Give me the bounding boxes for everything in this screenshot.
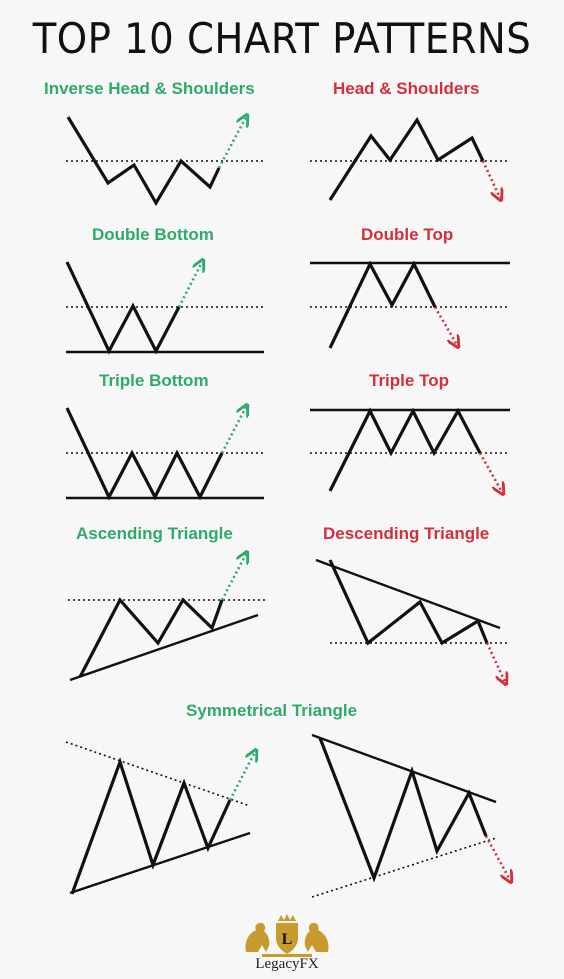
label-head-shoulders: Head & Shoulders	[333, 79, 480, 98]
logo-text: LegacyFX	[255, 956, 319, 972]
triple-top-pattern	[310, 407, 510, 492]
descending-triangle-pattern	[315, 558, 510, 682]
head-shoulders-pattern	[310, 116, 510, 200]
label-symmetrical-triangle: Symmetrical Triangle	[186, 701, 358, 720]
symmetrical-triangle-bullish-pattern	[65, 741, 255, 895]
label-inverse-head-shoulders: Inverse Head & Shoulders	[44, 79, 255, 98]
label-ascending-triangle: Ascending Triangle	[76, 524, 233, 543]
page-title: TOP 10 CHART PATTERNS	[32, 14, 532, 63]
inverse-head-shoulders-pattern	[66, 117, 264, 207]
double-bottom-pattern	[65, 262, 264, 355]
svg-text:L: L	[282, 931, 293, 948]
label-triple-top: Triple Top	[369, 371, 449, 390]
triple-bottom-pattern	[65, 407, 264, 501]
symmetrical-triangle-bearish-pattern	[311, 733, 510, 898]
label-triple-bottom: Triple Bottom	[99, 371, 209, 390]
label-double-top: Double Top	[361, 225, 454, 244]
label-descending-triangle: Descending Triangle	[323, 524, 490, 543]
crest-logo-icon: L	[245, 914, 329, 957]
double-top-pattern	[310, 260, 510, 348]
legacyfx-logo: L LegacyFX	[232, 912, 342, 976]
ascending-triangle-pattern	[68, 554, 266, 682]
label-double-bottom: Double Bottom	[92, 225, 214, 244]
